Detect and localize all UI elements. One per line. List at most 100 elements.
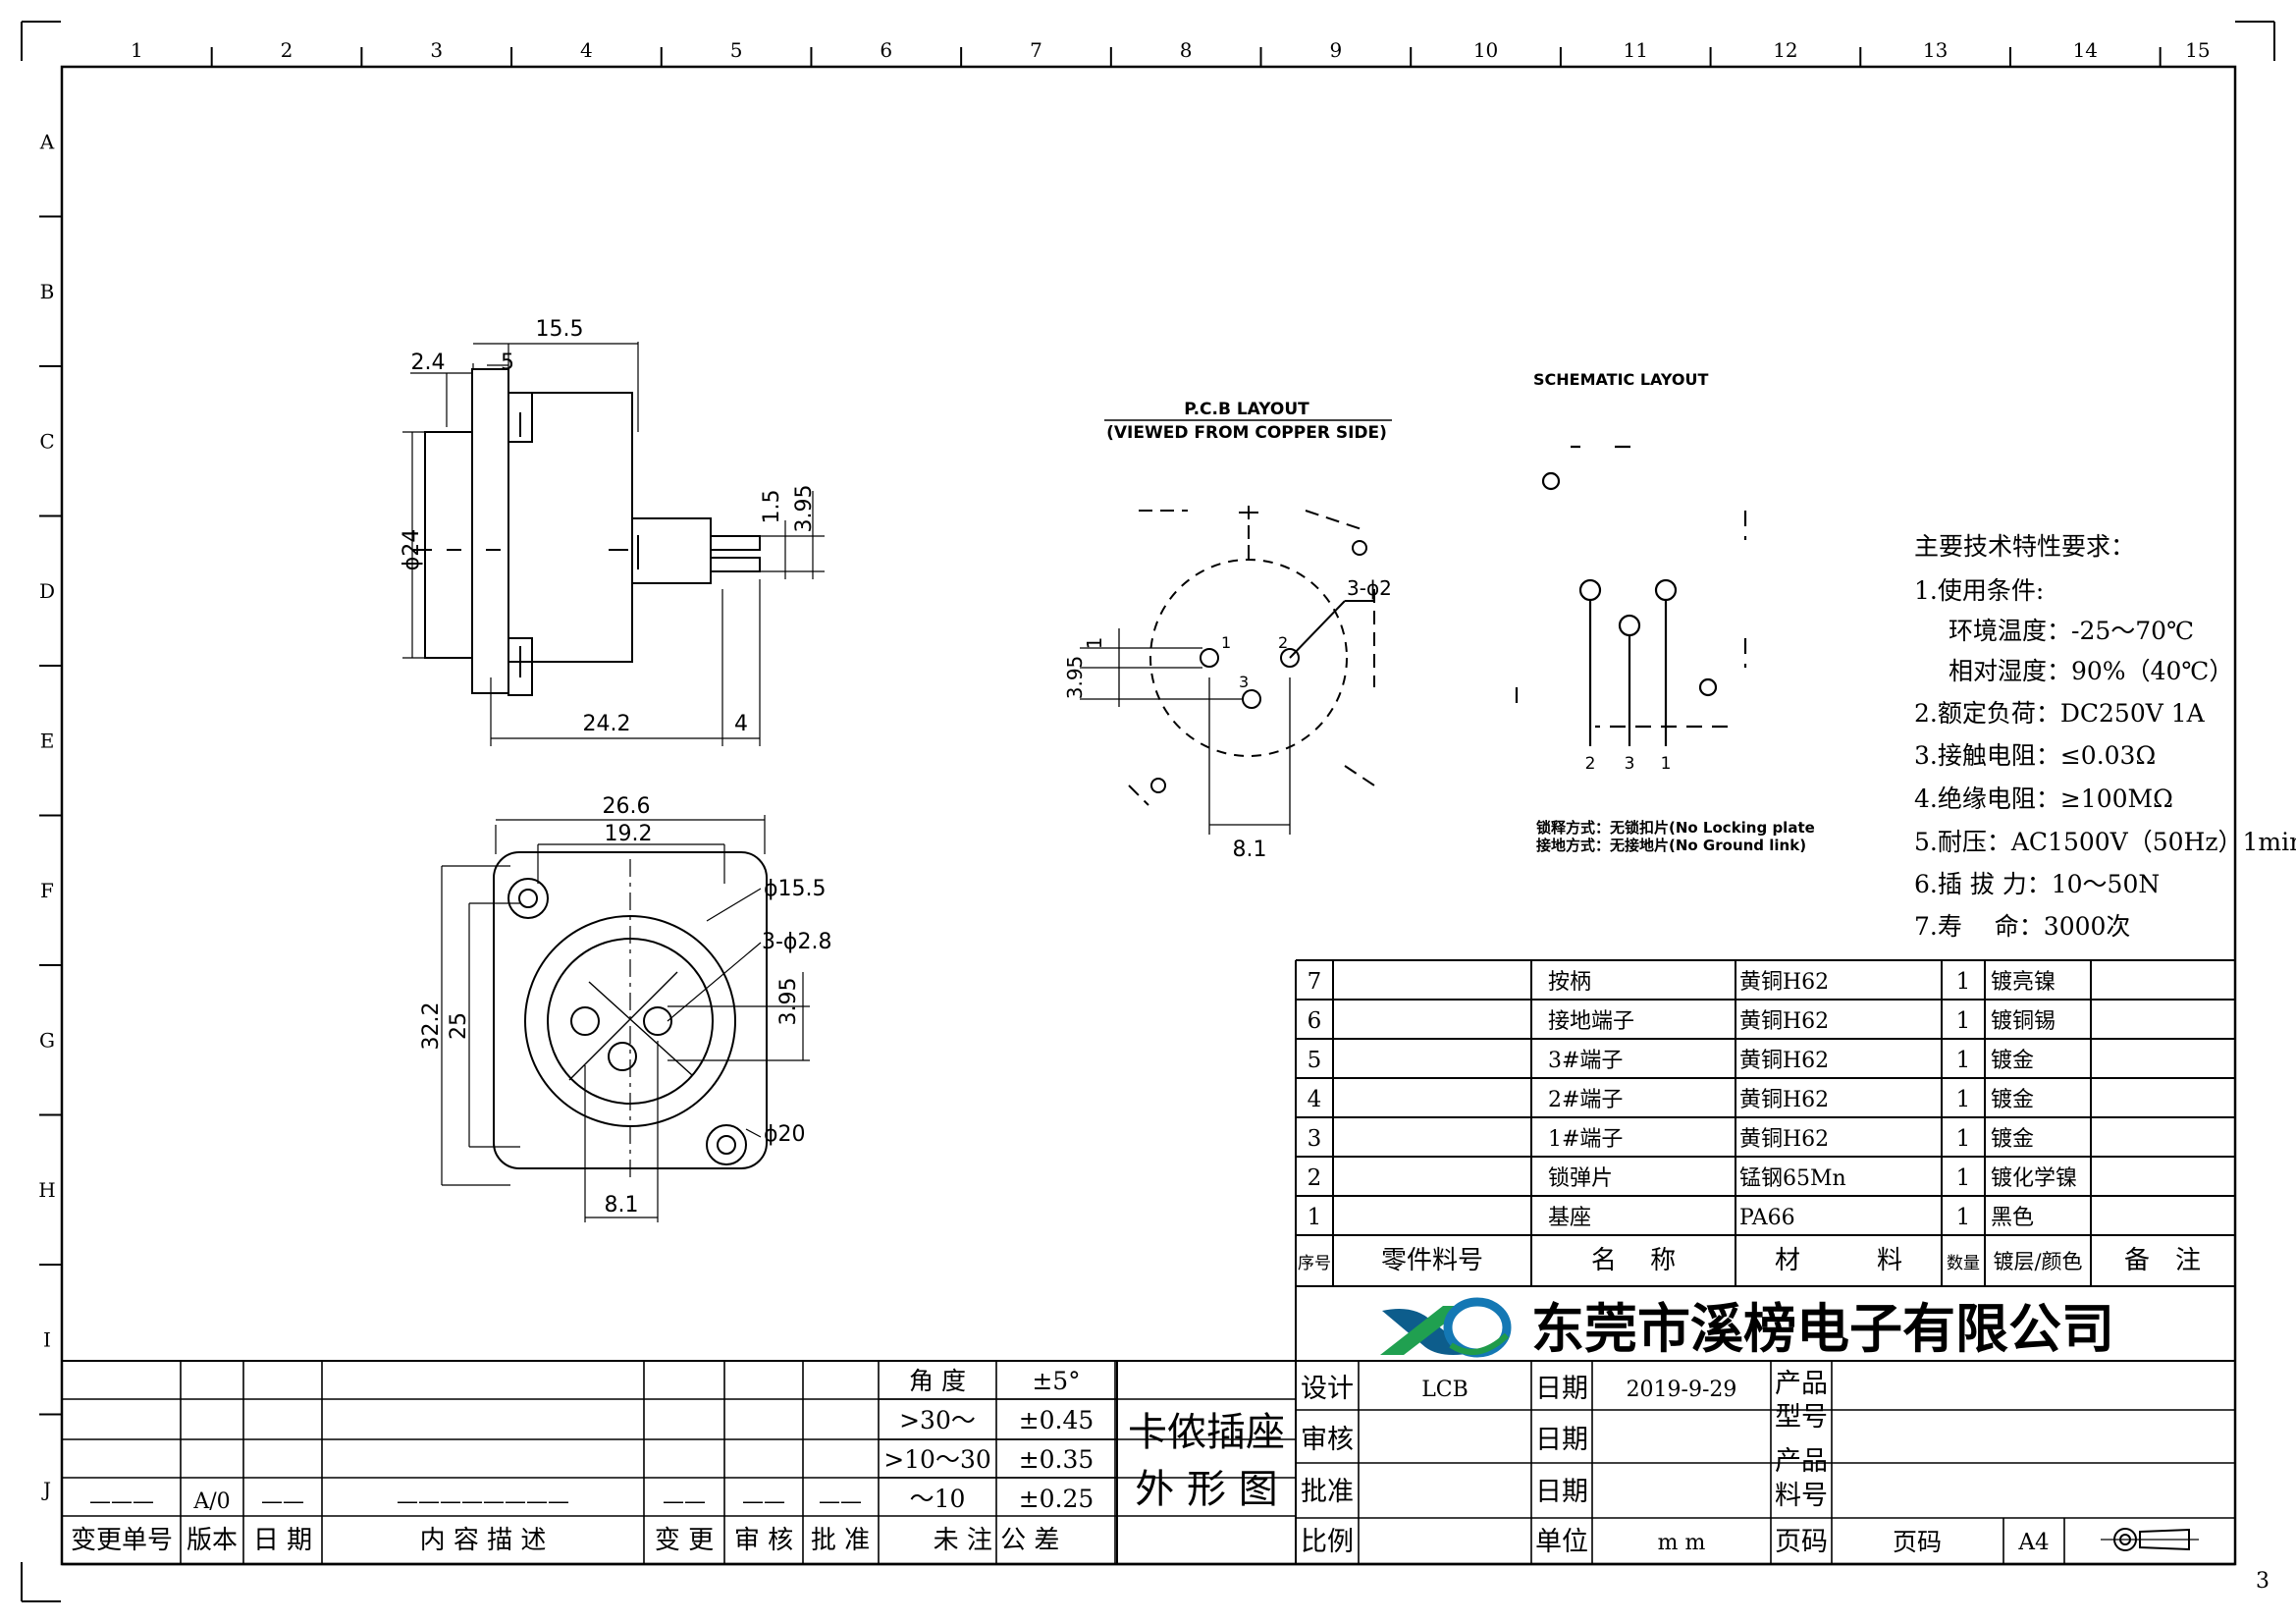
- pcb-pin-3: 3: [1239, 673, 1249, 691]
- bom-cell: 3#端子: [1548, 1049, 1623, 1073]
- row-label-G: G: [39, 1028, 55, 1052]
- column-label-9: 9: [1329, 38, 1342, 62]
- bom-cell: 2#端子: [1548, 1088, 1623, 1112]
- bom-cell: 锁弹片: [1548, 1166, 1613, 1191]
- row-label-H: H: [38, 1178, 55, 1202]
- dim-3.95-front: 3.95: [776, 978, 801, 1026]
- revision-header: 版本: [187, 1526, 238, 1555]
- tolerance-range: ～10: [910, 1485, 966, 1513]
- dim-32.2: 32.2: [419, 1002, 444, 1051]
- row-label-F: F: [40, 879, 54, 902]
- tolerance-value: ±0.35: [1019, 1445, 1095, 1474]
- spec-line: 2.额定负荷：DC250V 1A: [1914, 699, 2206, 728]
- dim-phi20: ϕ20: [764, 1122, 806, 1147]
- bom-cell: 黄铜H62: [1739, 970, 1829, 995]
- revision-header: 变 更: [655, 1526, 714, 1555]
- product-part-label: 料号: [1775, 1481, 1828, 1511]
- row-label-J: J: [41, 1478, 51, 1501]
- dim-19.2: 19.2: [605, 822, 653, 846]
- dim-2.4: 2.4: [411, 351, 446, 375]
- dim-3.95: 3.95: [792, 485, 817, 533]
- row-label-I: I: [43, 1327, 51, 1351]
- revision-value: ——: [261, 1489, 304, 1514]
- bom-cell: 基座: [1548, 1206, 1591, 1230]
- tolerance-range: >30～: [899, 1406, 976, 1434]
- bom-cell: 镀金: [1991, 1088, 2034, 1112]
- tolerance-value: ±0.25: [1019, 1485, 1095, 1513]
- bom-row: 4 2#端子 黄铜H62 1 镀金: [1308, 1087, 2034, 1112]
- dim-26.6: 26.6: [603, 794, 651, 819]
- product-model-label: 产品: [1775, 1369, 1828, 1399]
- product-part-label: 产品: [1775, 1446, 1828, 1477]
- design-label: 设计: [1301, 1374, 1354, 1404]
- designer-name: LCB: [1421, 1378, 1468, 1402]
- dim-8.1-front: 8.1: [605, 1193, 639, 1217]
- spec-title: 主要技术特性要求：: [1914, 532, 2135, 561]
- row-label-C: C: [39, 429, 54, 453]
- title-block: ———A/0————————————————变更单号版本日 期内 容 描 述变 …: [62, 1286, 2235, 1566]
- spec-list: 主要技术特性要求： 1.使用条件: 环境温度：-25～70℃ 相对湿度：90%（…: [1914, 532, 2296, 941]
- unit-value: m m: [1658, 1531, 1706, 1555]
- revision-headers: 变更单号版本日 期内 容 描 述变 更审 核批 准: [71, 1526, 870, 1555]
- bom-cell: 镀化学镍: [1991, 1166, 2077, 1191]
- bom-cell: 1: [1956, 1126, 1971, 1152]
- bom-cell: 黄铜H62: [1739, 1088, 1829, 1112]
- column-label-7: 7: [1030, 38, 1042, 62]
- schematic-pin-2: 2: [1585, 754, 1596, 774]
- schematic-title: SCHEMATIC LAYOUT: [1533, 370, 1708, 389]
- bom-cell: 镀亮镍: [1991, 970, 2056, 995]
- revision-value: A/0: [192, 1489, 230, 1514]
- design-date: 2019-9-29: [1627, 1378, 1737, 1402]
- spec-line: 6.插 拔 力：10～50N: [1914, 870, 2160, 898]
- review-date-label: 日期: [1535, 1425, 1588, 1455]
- bom-cell: 1: [1956, 1087, 1971, 1112]
- pcb-layout: P.C.B LAYOUT (VIEWED FROM COPPER SIDE) 3…: [1063, 400, 1392, 862]
- bom-cell: 1: [1956, 1165, 1971, 1191]
- bom-cell: 黄铜H62: [1739, 1009, 1829, 1034]
- dim-phi24: ϕ24: [400, 529, 424, 571]
- projection-symbol: [2101, 1528, 2199, 1551]
- bom-cell: 黄铜H62: [1739, 1049, 1829, 1073]
- bom-cell: 7: [1308, 969, 1322, 995]
- bom-cell: 接地端子: [1548, 1009, 1634, 1034]
- bom-cell: 4: [1308, 1087, 1322, 1112]
- dim-25: 25: [447, 1012, 471, 1040]
- schematic-layout: SCHEMATIC LAYOUT 2 3 1 锁释方式：无锁扣片(No Lock…: [1515, 370, 1815, 854]
- tolerance-table: 角 度±5°>30～±0.45>10～30±0.35～10±0.25未 注 公 …: [883, 1367, 1094, 1555]
- column-label-14: 14: [2073, 38, 2098, 62]
- front-view-dims: 26.6 19.2 ϕ15.5 3-ϕ2.8 3.95 32.2 25 ϕ20 …: [419, 794, 831, 1217]
- dim-24.2: 24.2: [583, 712, 631, 736]
- spec-line: 3.接触电阻：≤0.03Ω: [1914, 741, 2156, 770]
- pcb-dim-8.1: 8.1: [1233, 838, 1267, 862]
- revision-value: ————————: [397, 1489, 569, 1514]
- dim-1.5: 1.5: [760, 490, 784, 524]
- schematic-note-ground: 接地方式：无接地片(No Ground link): [1536, 837, 1806, 854]
- bom-cell: 1: [1956, 1205, 1971, 1230]
- bom-cell: PA66: [1739, 1206, 1795, 1230]
- sheet-number: 3: [2256, 1569, 2269, 1594]
- revision-header: 变更单号: [71, 1526, 173, 1555]
- schematic-pin-3: 3: [1625, 754, 1635, 774]
- tolerance-range: >10～30: [883, 1445, 991, 1474]
- column-label-10: 10: [1473, 38, 1498, 62]
- company-name: 东莞市溪榜电子有限公司: [1531, 1298, 2114, 1360]
- spec-line: 7.寿 命：3000次: [1914, 912, 2130, 941]
- bom-header-cell: 镀层/颜色: [1993, 1250, 2082, 1273]
- column-label-4: 4: [580, 38, 593, 62]
- row-label-A: A: [39, 130, 55, 153]
- column-label-12: 12: [1773, 38, 1797, 62]
- bom-cell: 黑色: [1991, 1206, 2034, 1230]
- column-label-11: 11: [1624, 38, 1648, 62]
- bom-cell: 黄铜H62: [1739, 1127, 1829, 1152]
- column-label-8: 8: [1180, 38, 1193, 62]
- tolerance-range: 角 度: [909, 1367, 966, 1395]
- bom-header-cell: 零件料号: [1381, 1246, 1483, 1275]
- page-value: 页码: [1893, 1528, 1942, 1556]
- column-label-3: 3: [430, 38, 443, 62]
- bom-cell: 1#端子: [1548, 1127, 1623, 1152]
